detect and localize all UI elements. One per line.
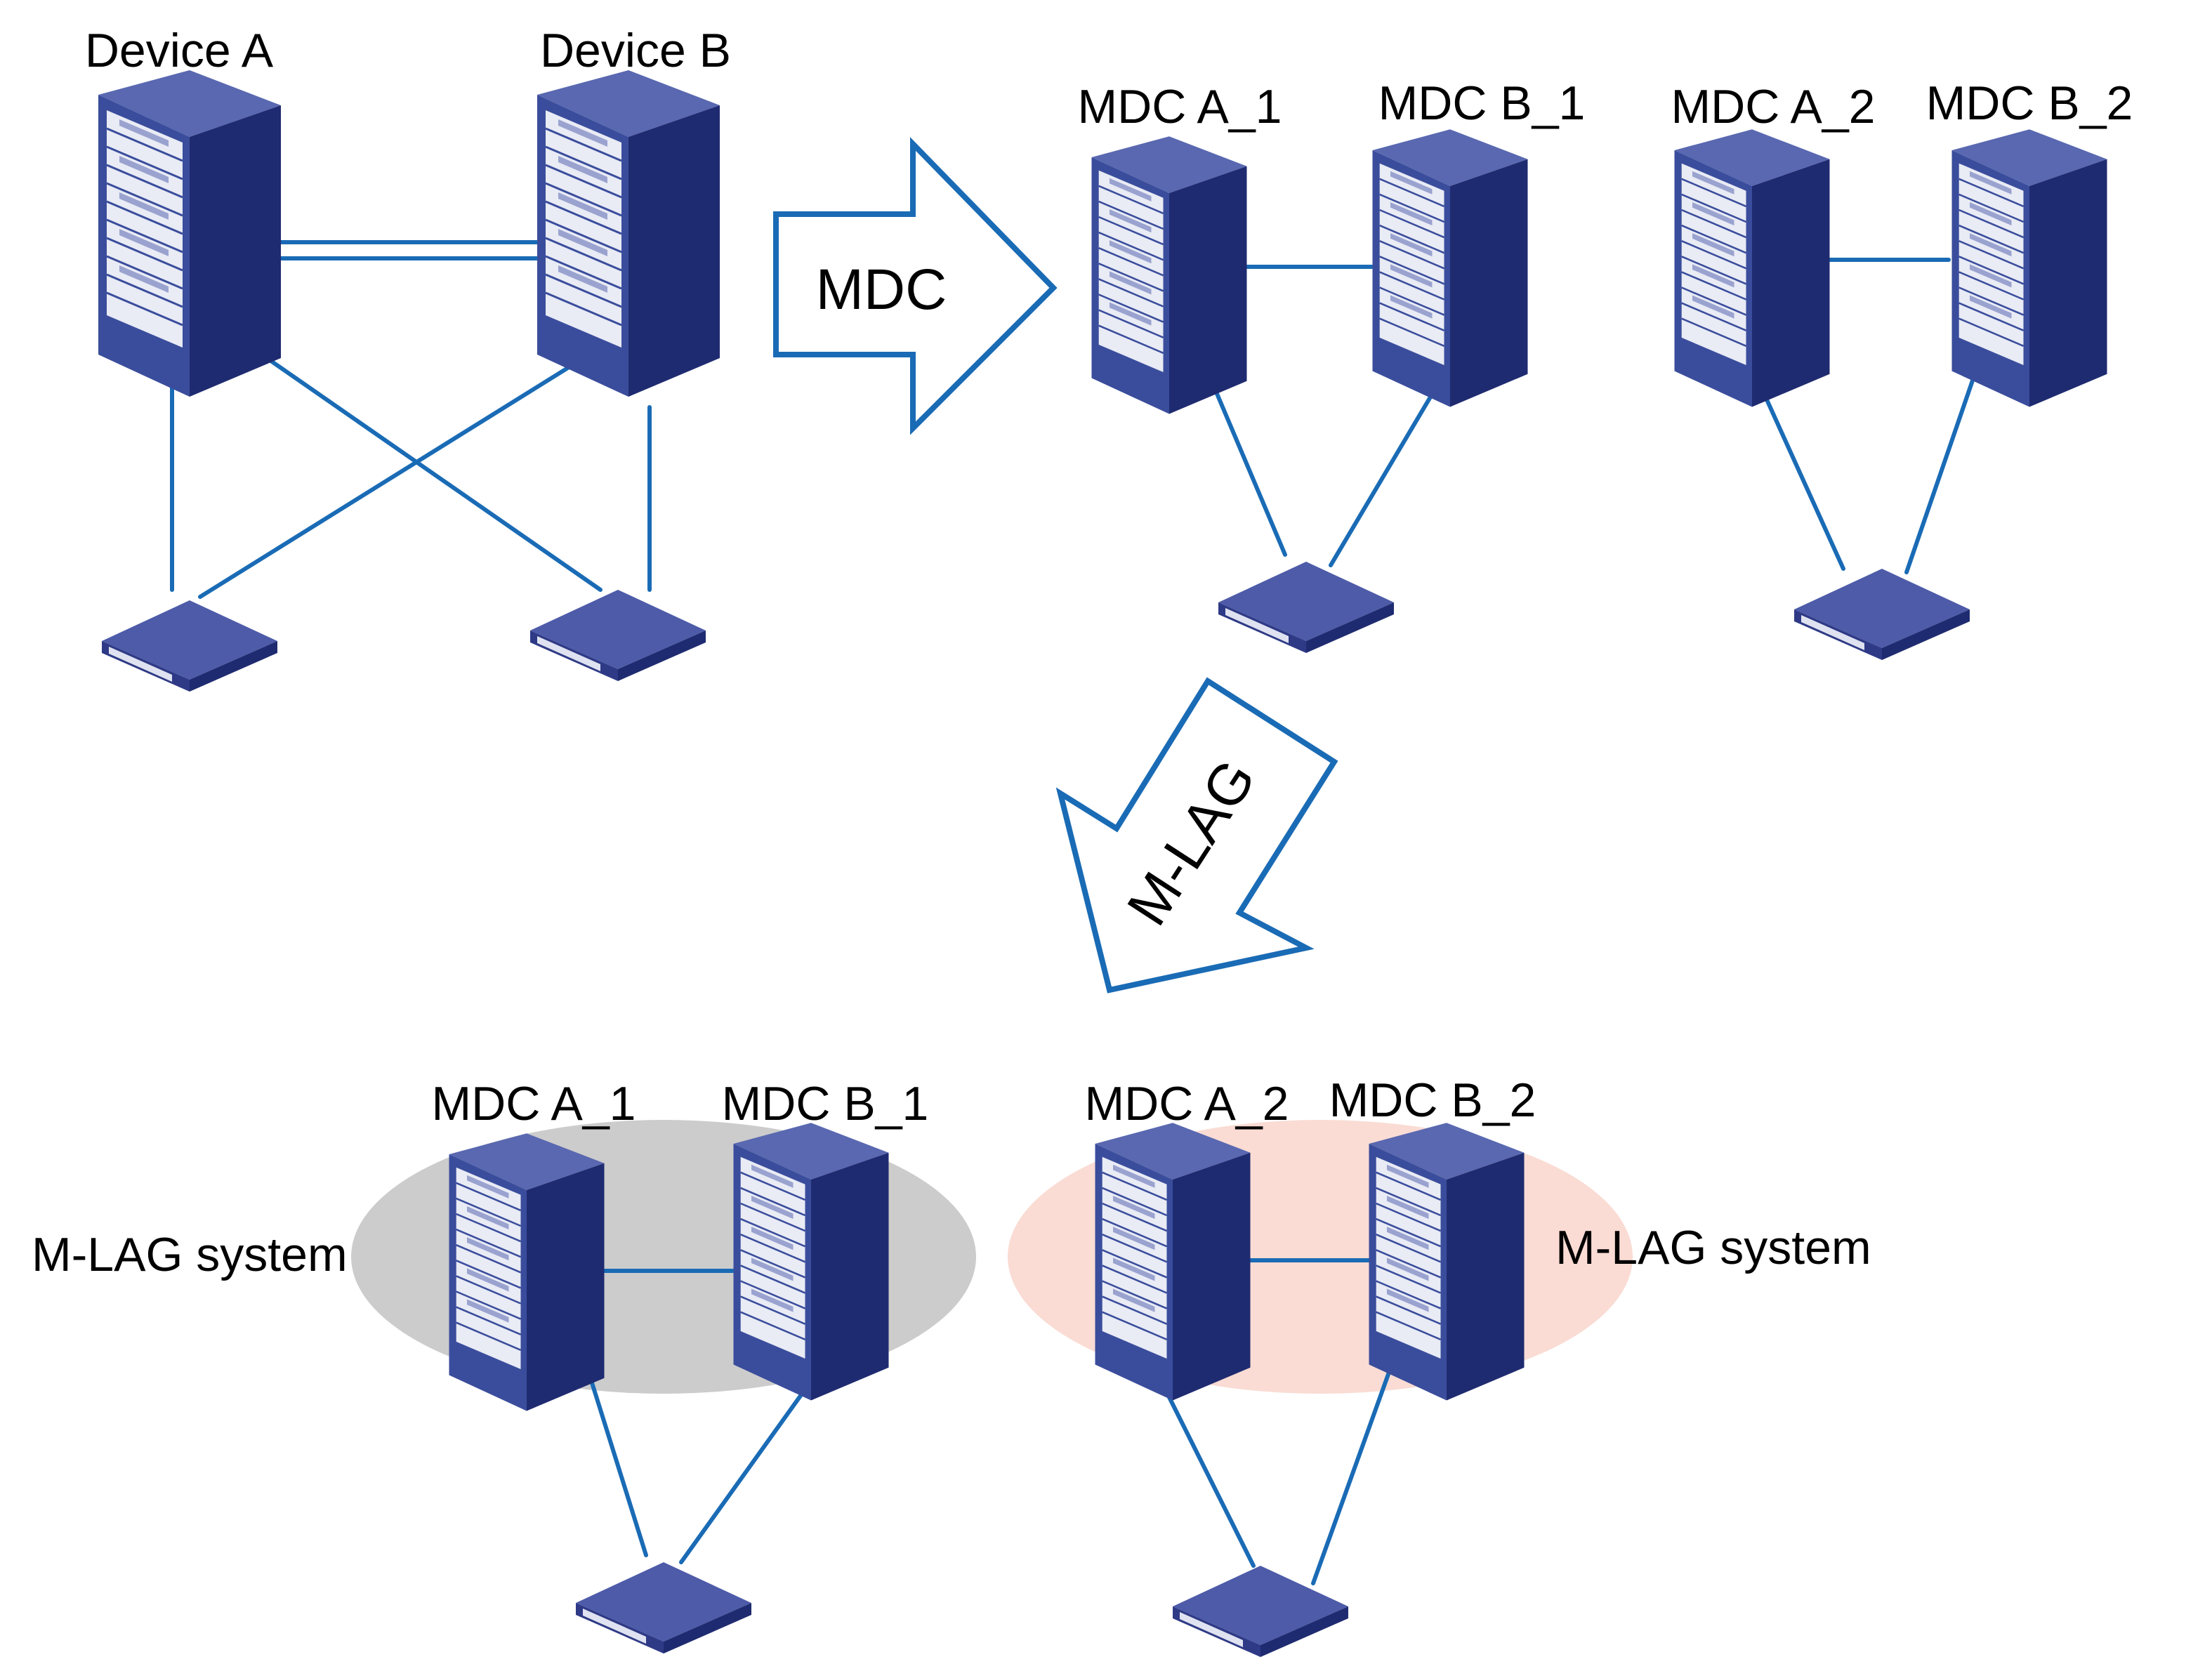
mdc-b2-top-label: MDC B_2	[1926, 77, 2133, 130]
link-mdc-a2-access-top	[1757, 381, 1845, 571]
device-a-label: Device A	[85, 24, 274, 77]
mdc-b2-bottom-label: MDC B_2	[1329, 1074, 1536, 1127]
access-switch-4-icon	[1794, 569, 1970, 660]
mlag-system-right-label: M-LAG system	[1555, 1221, 1871, 1274]
mdc-b2-top-chassis-icon	[1951, 128, 2108, 408]
mdc-b1-bottom-chassis-icon	[732, 1121, 890, 1401]
mdc-a1-top-chassis-icon	[1091, 135, 1248, 415]
mlag-arrow-icon	[1055, 677, 1338, 993]
link-mdc-b1-access-top	[1329, 374, 1445, 567]
mdc-a2-bottom-label: MDC A_2	[1085, 1077, 1289, 1130]
link-mdc-a1-access-bottom	[588, 1374, 648, 1557]
link-mdc-b2-access-top	[1904, 356, 1982, 574]
link-mdc-b1-access-bottom	[679, 1374, 817, 1564]
mdc-a1-bottom-label: MDC A_1	[432, 1077, 636, 1130]
bottom-links	[588, 1258, 1396, 1585]
device-b-chassis-icon	[536, 69, 721, 398]
mlag-system-left-label: M-LAG system	[32, 1228, 348, 1281]
link-mdc-b2-access-bottom	[1311, 1356, 1396, 1585]
link-a-access2	[265, 356, 603, 592]
mdc-arrow-icon	[773, 137, 1058, 435]
mdc-b1-top-label: MDC B_1	[1378, 77, 1586, 130]
link-mdc-a2-access-bottom	[1157, 1374, 1256, 1568]
access-switch-6-icon	[1173, 1566, 1348, 1657]
device-a-chassis-icon	[97, 69, 282, 398]
mdc-a2-top-chassis-icon	[1673, 128, 1831, 408]
device-b-label: Device B	[540, 24, 731, 77]
mdc-a2-bottom-chassis-icon	[1094, 1121, 1251, 1401]
access-switch-1-icon	[102, 600, 277, 692]
mdc-b1-top-chassis-icon	[1371, 128, 1529, 408]
mdc-a1-bottom-chassis-icon	[448, 1132, 605, 1412]
link-b-access1	[198, 363, 574, 599]
mdc-b2-bottom-chassis-icon	[1368, 1121, 1525, 1401]
access-switch-3-icon	[1218, 562, 1394, 653]
mdc-a1-top-label: MDC A_1	[1078, 80, 1282, 133]
access-switch-5-icon	[576, 1562, 751, 1653]
top-right-links	[1206, 258, 1982, 574]
mdc-a2-top-label: MDC A_2	[1671, 80, 1876, 133]
link-mdc-a1-access-top	[1206, 370, 1287, 557]
top-left-links	[170, 240, 652, 599]
mdc-arrow-label: MDC	[816, 258, 947, 322]
access-switch-2-icon	[530, 590, 706, 681]
mdc-b1-bottom-label: MDC B_1	[722, 1077, 929, 1130]
